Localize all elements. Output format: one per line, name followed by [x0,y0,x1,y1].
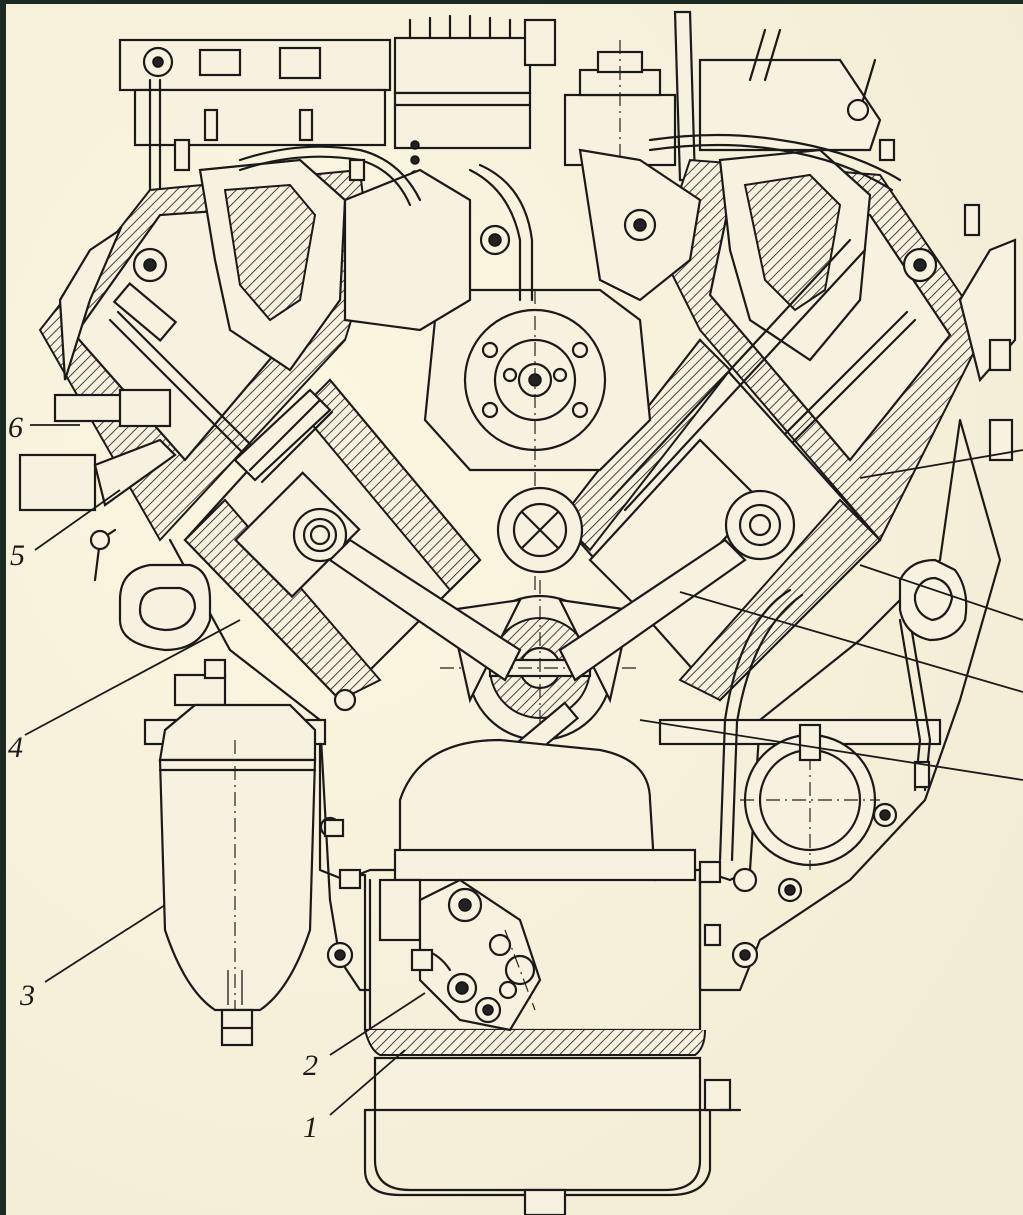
left-injector [18,388,177,512]
fine-fuel-filter [563,10,697,182]
leader-lines [24,424,1023,1116]
callout-2: 2 [303,1049,318,1082]
leader-1 [329,1049,406,1116]
camshaft [496,486,584,574]
fuel-injection-pump [393,14,557,180]
callout-5: 5 [10,539,25,572]
callout-6: 6 [8,411,23,444]
starter-flange [732,723,898,903]
right-water-pipe [898,558,968,642]
leader-right-d [859,449,1023,479]
left-oil-pipe [89,528,212,652]
leader-4 [24,619,241,736]
callout-1: 1 [303,1111,318,1144]
center-drive-housing [343,148,702,630]
leader-right-b [679,591,1023,693]
callout-4: 4 [8,731,23,764]
leader-2 [329,992,426,1056]
fasteners [173,108,1014,947]
oil-filter [158,658,317,1047]
left-cylinder [183,378,482,702]
top-cover-left [118,38,392,232]
oil-pan [343,848,742,1215]
leader-5 [34,489,121,551]
leader-right-a [859,564,1023,621]
callout-3: 3 [19,979,35,1012]
leader-right-c [639,719,1023,781]
oil-pump [378,878,542,1032]
leader-3 [44,904,166,983]
